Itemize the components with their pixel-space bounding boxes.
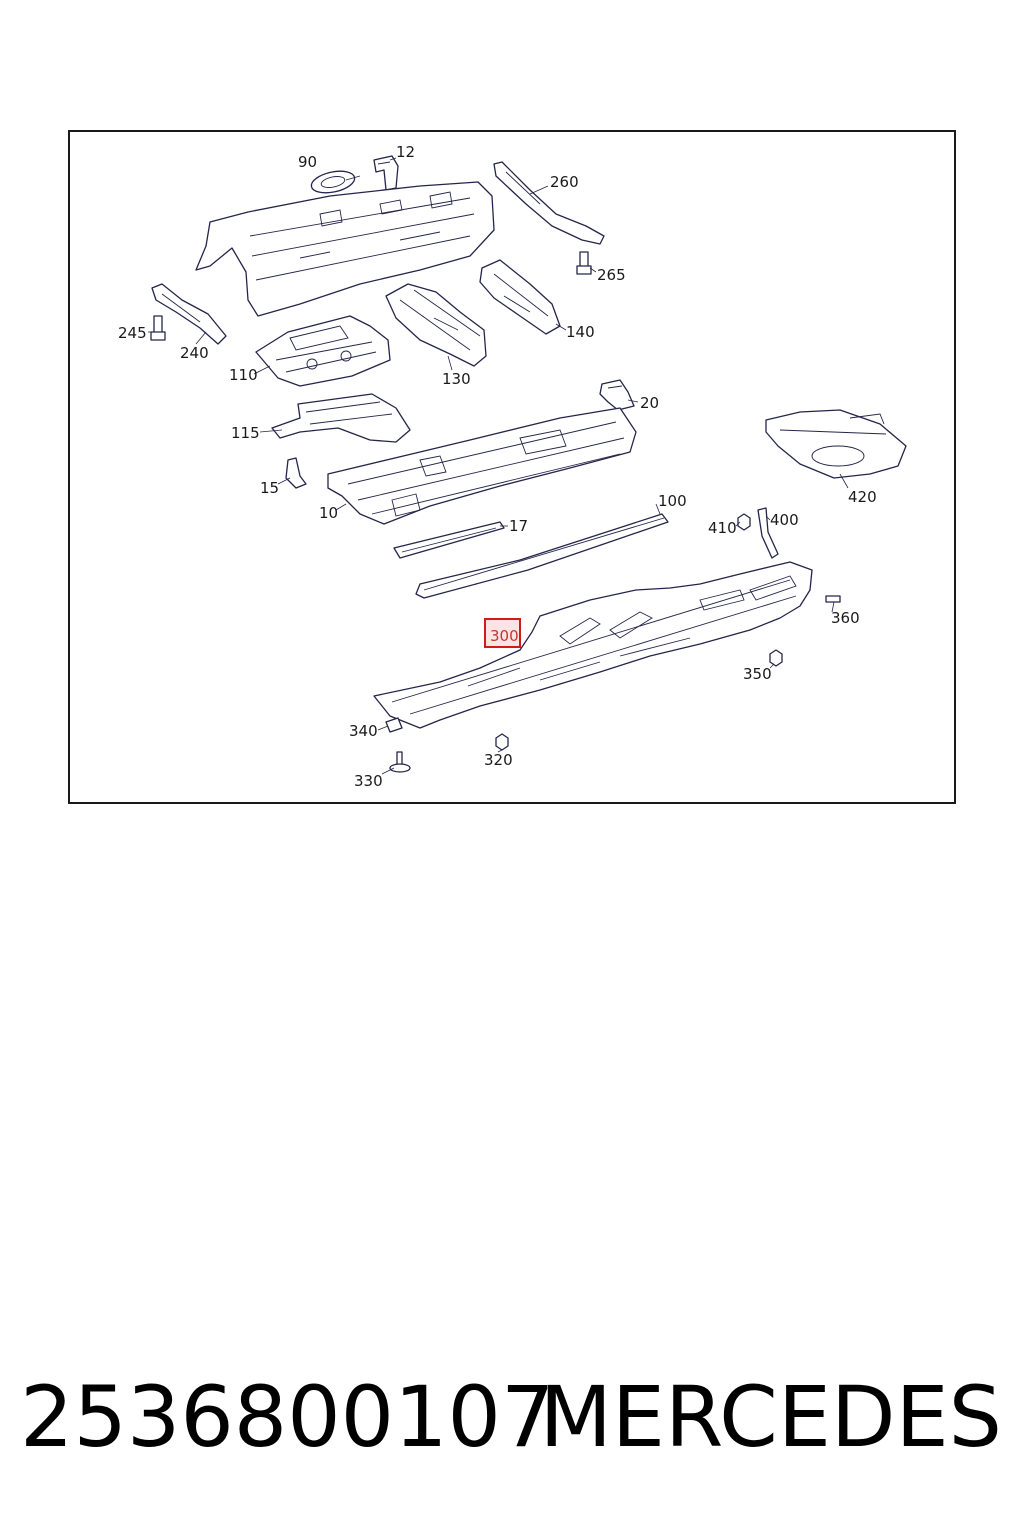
part-front-bulkhead[interactable] xyxy=(195,181,495,317)
brand-name: MERCEDES xyxy=(539,1368,1002,1466)
part-20-bracket[interactable] xyxy=(599,379,635,411)
part-400-bracket[interactable] xyxy=(757,507,779,559)
part-110-footwell-panel[interactable] xyxy=(255,315,391,387)
part-100-side-sill[interactable] xyxy=(415,513,669,599)
callout-420[interactable]: 420 xyxy=(848,488,877,506)
callout-300[interactable]: 300 xyxy=(490,627,519,645)
highlight-box-300 xyxy=(484,618,521,648)
callout-260[interactable]: 260 xyxy=(550,173,579,191)
part-410-nut[interactable] xyxy=(737,513,751,531)
callout-10[interactable]: 10 xyxy=(319,504,338,522)
part-300-underbody-cover[interactable] xyxy=(373,561,813,729)
callout-140[interactable]: 140 xyxy=(566,323,595,341)
callout-90[interactable]: 90 xyxy=(298,153,317,171)
callout-20[interactable]: 20 xyxy=(640,394,659,412)
callout-350[interactable]: 350 xyxy=(743,665,772,683)
part-90-grommet[interactable] xyxy=(309,168,356,197)
part-420-underbody-panel[interactable] xyxy=(765,409,907,479)
part-350-nut[interactable] xyxy=(769,649,783,667)
callout-340[interactable]: 340 xyxy=(349,722,378,740)
callout-115[interactable]: 115 xyxy=(231,424,260,442)
callout-400[interactable]: 400 xyxy=(770,511,799,529)
part-245-bolt[interactable] xyxy=(150,315,166,341)
callout-410[interactable]: 410 xyxy=(708,519,737,537)
part-15-clip[interactable] xyxy=(285,457,307,489)
footer: 2536800107 MERCEDES xyxy=(0,1368,1024,1468)
callout-15[interactable]: 15 xyxy=(260,479,279,497)
leader-lines xyxy=(148,157,849,775)
part-330-screw[interactable] xyxy=(389,751,411,773)
callout-320[interactable]: 320 xyxy=(484,751,513,769)
part-17-strip[interactable] xyxy=(393,521,505,559)
part-12-bracket[interactable] xyxy=(373,155,399,191)
callout-245[interactable]: 245 xyxy=(118,324,147,342)
callout-labels: 90 12 260 265 245 240 110 130 140 20 115… xyxy=(118,143,877,790)
callout-330[interactable]: 330 xyxy=(354,772,383,790)
part-340-clip[interactable] xyxy=(385,717,403,733)
part-115-panel[interactable] xyxy=(271,393,411,443)
part-130-member[interactable] xyxy=(385,283,487,367)
callout-240[interactable]: 240 xyxy=(180,344,209,362)
callout-17[interactable]: 17 xyxy=(509,517,528,535)
part-240-bracket[interactable] xyxy=(151,283,227,345)
part-140-member[interactable] xyxy=(479,259,561,335)
callout-360[interactable]: 360 xyxy=(831,609,860,627)
part-360-clip[interactable] xyxy=(825,595,841,603)
callout-100[interactable]: 100 xyxy=(658,492,687,510)
part-320-nut[interactable] xyxy=(495,733,509,751)
callout-130[interactable]: 130 xyxy=(442,370,471,388)
callout-12[interactable]: 12 xyxy=(396,143,415,161)
part-260-crossmember[interactable] xyxy=(493,161,605,245)
part-number: 2536800107 xyxy=(20,1368,555,1466)
part-10-floor-panel[interactable] xyxy=(327,407,637,525)
callout-110[interactable]: 110 xyxy=(229,366,258,384)
part-265-bolt[interactable] xyxy=(576,251,592,275)
callout-265[interactable]: 265 xyxy=(597,266,626,284)
